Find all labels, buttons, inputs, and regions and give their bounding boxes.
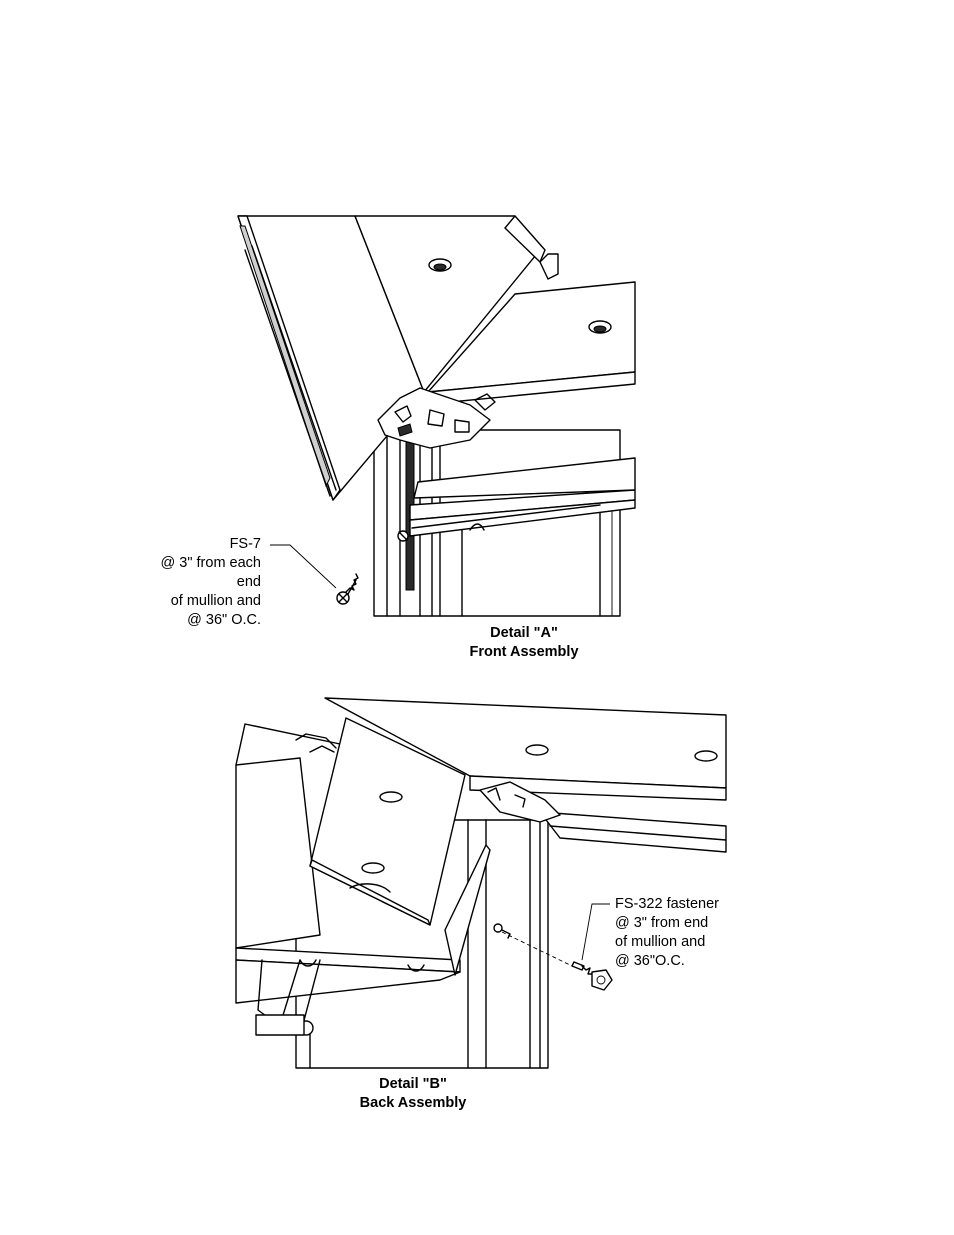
detail-a-callout: FS-7 @ 3" from each end of mullion and @… bbox=[130, 535, 261, 630]
detail-a-fs7-screw bbox=[337, 574, 358, 604]
detail-a-title: Detail "A" bbox=[444, 624, 604, 643]
detail-a-callout-line5: @ 36" O.C. bbox=[130, 611, 261, 630]
detail-a-callout-line3: end bbox=[130, 573, 261, 592]
detail-a-drawing bbox=[238, 216, 635, 616]
detail-a-callout-line2: @ 3" from each bbox=[130, 554, 261, 573]
detail-b-title: Detail "B" bbox=[333, 1075, 493, 1094]
detail-b-drawing bbox=[236, 698, 726, 1068]
detail-b-subtitle: Back Assembly bbox=[333, 1094, 493, 1113]
detail-b-callout-line1: FS-322 fastener bbox=[615, 895, 755, 914]
detail-b-callout-line2: @ 3" from end bbox=[615, 914, 755, 933]
detail-b-leader-line bbox=[582, 904, 610, 960]
detail-a-callout-line4: of mullion and bbox=[130, 592, 261, 611]
detail-b-caption: Detail "B" Back Assembly bbox=[333, 1075, 493, 1113]
detail-a-leader-line bbox=[270, 545, 336, 588]
detail-a-caption: Detail "A" Front Assembly bbox=[444, 624, 604, 662]
detail-b-callout-line3: of mullion and bbox=[615, 933, 755, 952]
detail-b-callout-line4: @ 36"O.C. bbox=[615, 952, 755, 971]
detail-a-subtitle: Front Assembly bbox=[444, 643, 604, 662]
detail-a-callout-line1: FS-7 bbox=[130, 535, 261, 554]
detail-b-callout: FS-322 fastener @ 3" from end of mullion… bbox=[615, 895, 755, 971]
